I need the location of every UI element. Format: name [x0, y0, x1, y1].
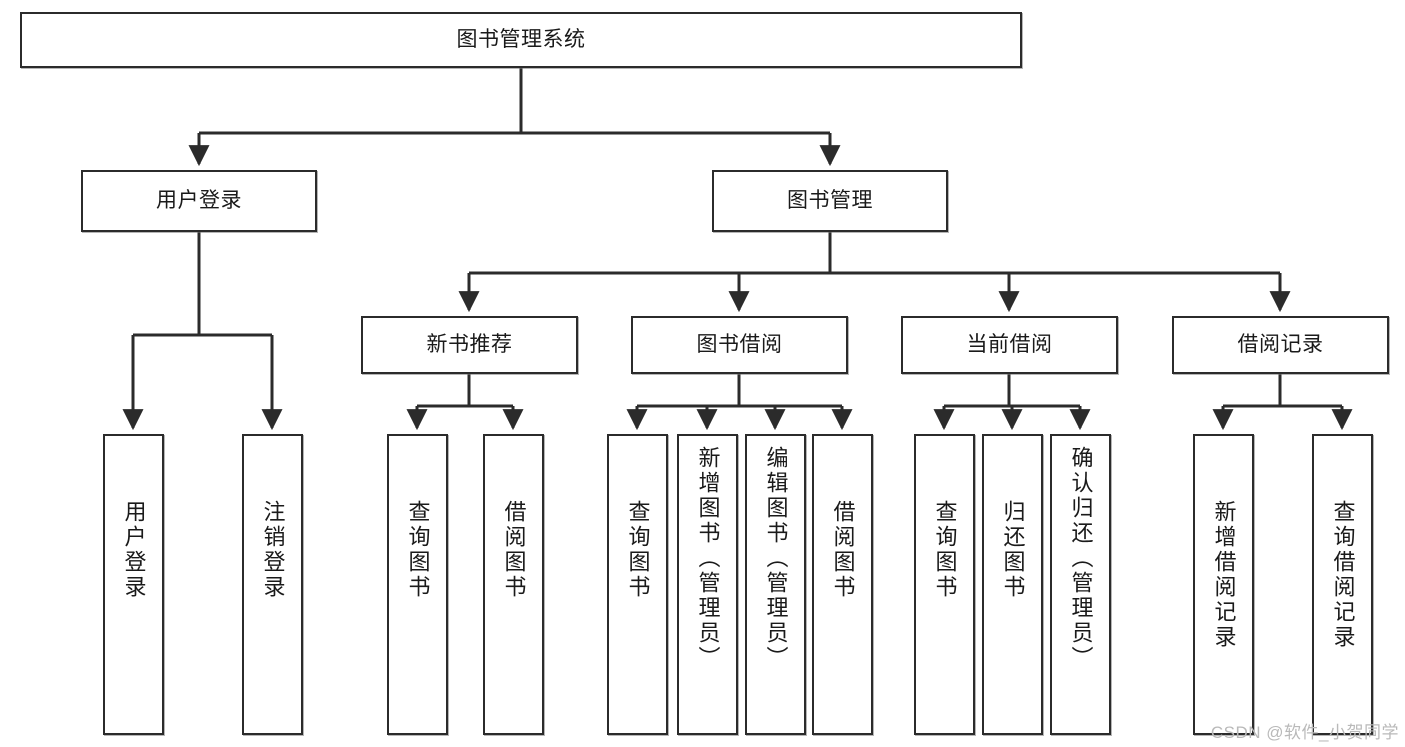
node-leaf-add-book-label: 新增图书（管理员） [695, 446, 721, 671]
node-leaf-confirm-return[interactable]: 确认归还（管理员） [1050, 434, 1111, 735]
node-user-login-label: 用户登录 [156, 188, 242, 212]
node-leaf-add-record[interactable]: 新增借阅记录 [1193, 434, 1254, 735]
node-book-borrow-label: 图书借阅 [696, 332, 783, 356]
node-leaf-borrow-book-2[interactable]: 借阅图书 [812, 434, 873, 735]
node-leaf-edit-book[interactable]: 编辑图书（管理员） [745, 434, 806, 735]
node-leaf-query-book-2-label: 查询图书 [625, 500, 651, 600]
node-current-borrow[interactable]: 当前借阅 [901, 316, 1118, 374]
node-leaf-query-book-2[interactable]: 查询图书 [607, 434, 668, 735]
node-new-book-recommend[interactable]: 新书推荐 [361, 316, 578, 374]
node-root-label: 图书管理系统 [456, 27, 586, 51]
node-leaf-logout[interactable]: 注销登录 [242, 434, 303, 735]
node-leaf-query-record-label: 查询借阅记录 [1330, 500, 1356, 650]
node-leaf-return-book[interactable]: 归还图书 [982, 434, 1043, 735]
node-new-book-recommend-label: 新书推荐 [426, 332, 513, 356]
node-borrow-records[interactable]: 借阅记录 [1172, 316, 1389, 374]
node-leaf-add-record-label: 新增借阅记录 [1211, 500, 1237, 650]
node-leaf-return-book-label: 归还图书 [1000, 500, 1026, 600]
node-leaf-query-book-3[interactable]: 查询图书 [914, 434, 975, 735]
node-leaf-borrow-book-1-label: 借阅图书 [501, 500, 527, 600]
node-book-borrow[interactable]: 图书借阅 [631, 316, 848, 374]
node-leaf-query-book-3-label: 查询图书 [932, 500, 958, 600]
node-leaf-borrow-book-1[interactable]: 借阅图书 [483, 434, 544, 735]
csdn-watermark: CSDN @软件_小贺同学 [1210, 723, 1399, 742]
node-leaf-query-book-1[interactable]: 查询图书 [387, 434, 448, 735]
node-leaf-edit-book-label: 编辑图书（管理员） [763, 446, 789, 671]
node-leaf-query-record[interactable]: 查询借阅记录 [1312, 434, 1373, 735]
node-leaf-query-book-1-label: 查询图书 [405, 500, 431, 600]
node-root[interactable]: 图书管理系统 [20, 12, 1022, 68]
node-current-borrow-label: 当前借阅 [966, 332, 1053, 356]
node-book-management[interactable]: 图书管理 [712, 170, 948, 232]
node-leaf-add-book[interactable]: 新增图书（管理员） [677, 434, 738, 735]
node-leaf-user-login-label: 用户登录 [121, 500, 147, 600]
node-book-management-label: 图书管理 [787, 188, 873, 212]
node-leaf-user-login[interactable]: 用户登录 [103, 434, 164, 735]
node-borrow-records-label: 借阅记录 [1237, 332, 1324, 356]
node-leaf-borrow-book-2-label: 借阅图书 [830, 500, 856, 600]
node-leaf-confirm-return-label: 确认归还（管理员） [1068, 446, 1094, 671]
node-user-login[interactable]: 用户登录 [81, 170, 317, 232]
node-leaf-logout-label: 注销登录 [260, 500, 286, 600]
